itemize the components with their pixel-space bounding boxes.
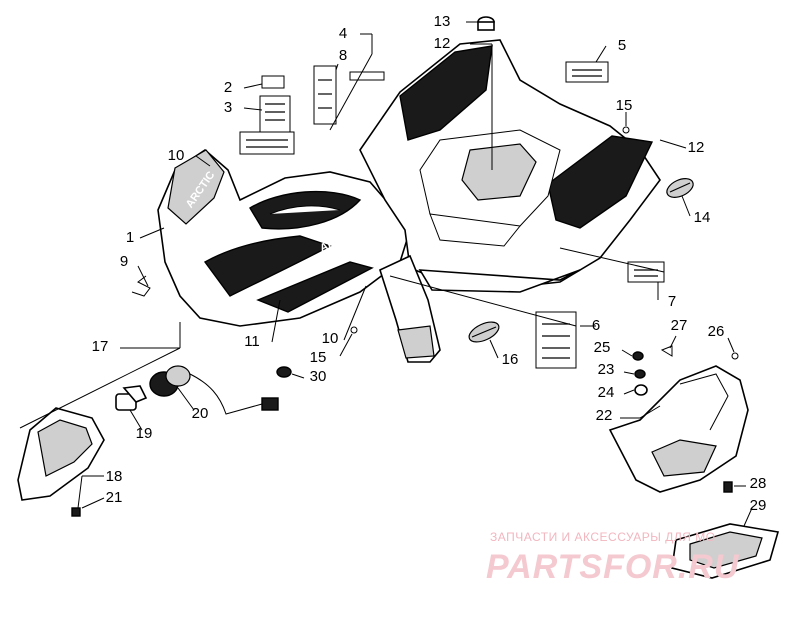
- callout-10: 10: [168, 147, 185, 164]
- decal-6: [535, 311, 577, 369]
- reflector-14: [666, 178, 694, 198]
- cap-13: [477, 16, 495, 31]
- callout-7: 7: [668, 293, 676, 310]
- wire-9: [131, 275, 151, 297]
- rear-body-panel: [359, 39, 661, 293]
- callout-17: 17: [92, 338, 109, 355]
- callout-9: 9: [120, 253, 128, 270]
- callout-15: 15: [310, 349, 327, 366]
- decal-2: [261, 75, 285, 89]
- fastener-15-upper: [622, 126, 630, 134]
- callout-23: 23: [598, 361, 615, 378]
- callout-4: 4: [339, 25, 347, 42]
- callout-27: 27: [671, 317, 688, 334]
- callout-14: 14: [694, 209, 711, 226]
- headlight-housing: [17, 407, 105, 517]
- callout-20: 20: [192, 405, 209, 422]
- reflector-16: [468, 321, 500, 343]
- callout-21: 21: [106, 489, 123, 506]
- callout-25: 25: [594, 339, 611, 356]
- callout-19: 19: [136, 425, 153, 442]
- socket-harness-20: [149, 365, 279, 415]
- callout-8: 8: [339, 47, 347, 64]
- decal-8: [313, 65, 337, 125]
- callout-29: 29: [750, 497, 767, 514]
- callout-16: 16: [502, 351, 519, 368]
- footwell-22: [608, 365, 749, 493]
- callout-18: 18: [106, 468, 123, 485]
- callout-5: 5: [618, 37, 626, 54]
- callout-11: 11: [244, 333, 260, 350]
- decal-3: [259, 95, 291, 135]
- watermark-caption: ЗАПЧАСТИ И АКСЕССУАРЫ ДЛЯ МО: [490, 530, 716, 544]
- callout-3: 3: [224, 99, 232, 116]
- callout-22: 22: [596, 407, 613, 424]
- callout-2: 2: [224, 79, 232, 96]
- leader-lines: [19, 21, 753, 527]
- decal-5: [565, 61, 609, 83]
- callout-1: 1: [126, 229, 134, 246]
- skid-plate-29: [671, 481, 780, 579]
- callout-26: 26: [708, 323, 725, 340]
- decal-3b: [239, 131, 295, 155]
- callout-28: 28: [750, 475, 767, 492]
- callout-10: 10: [322, 330, 339, 347]
- watermark-logo: PARTSFOR.RU: [486, 548, 740, 586]
- side-splash-guard: [379, 254, 441, 363]
- decal-set: [239, 61, 665, 369]
- callout-13: 13: [434, 13, 451, 30]
- fastener-15-lower: [350, 326, 358, 334]
- front-body-panel: ARCTIC ARCTIC CAT: [157, 148, 411, 327]
- callout-30: 30: [310, 368, 327, 385]
- hardware-23-24-25-26-27: [632, 345, 739, 396]
- bulb-19: [115, 385, 148, 411]
- decal-4: [349, 71, 385, 81]
- callout-24: 24: [598, 384, 615, 401]
- callout-6: 6: [592, 317, 600, 334]
- screw-30: [276, 366, 292, 378]
- callout-12: 12: [434, 35, 451, 52]
- callout-15: 15: [616, 97, 633, 114]
- callout-12: 12: [688, 139, 705, 156]
